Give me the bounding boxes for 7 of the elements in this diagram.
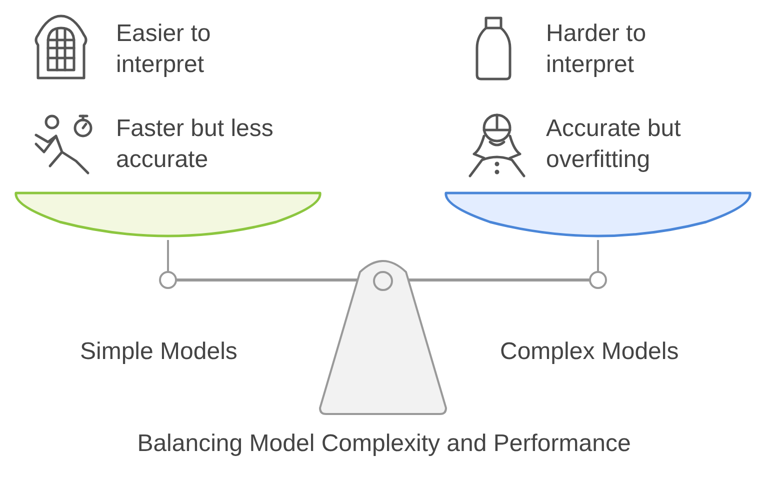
con-text: Harder to interpret — [546, 20, 646, 78]
pro-text: Faster but less accurate — [116, 115, 274, 173]
pro-text: Easier to interpret — [116, 20, 211, 78]
side-label: Simple Models — [80, 338, 238, 365]
side-label: Complex Models — [500, 338, 679, 365]
con-text: Accurate but overfitting — [546, 115, 681, 173]
caption: Balancing Model Complexity and Performance — [137, 430, 631, 457]
